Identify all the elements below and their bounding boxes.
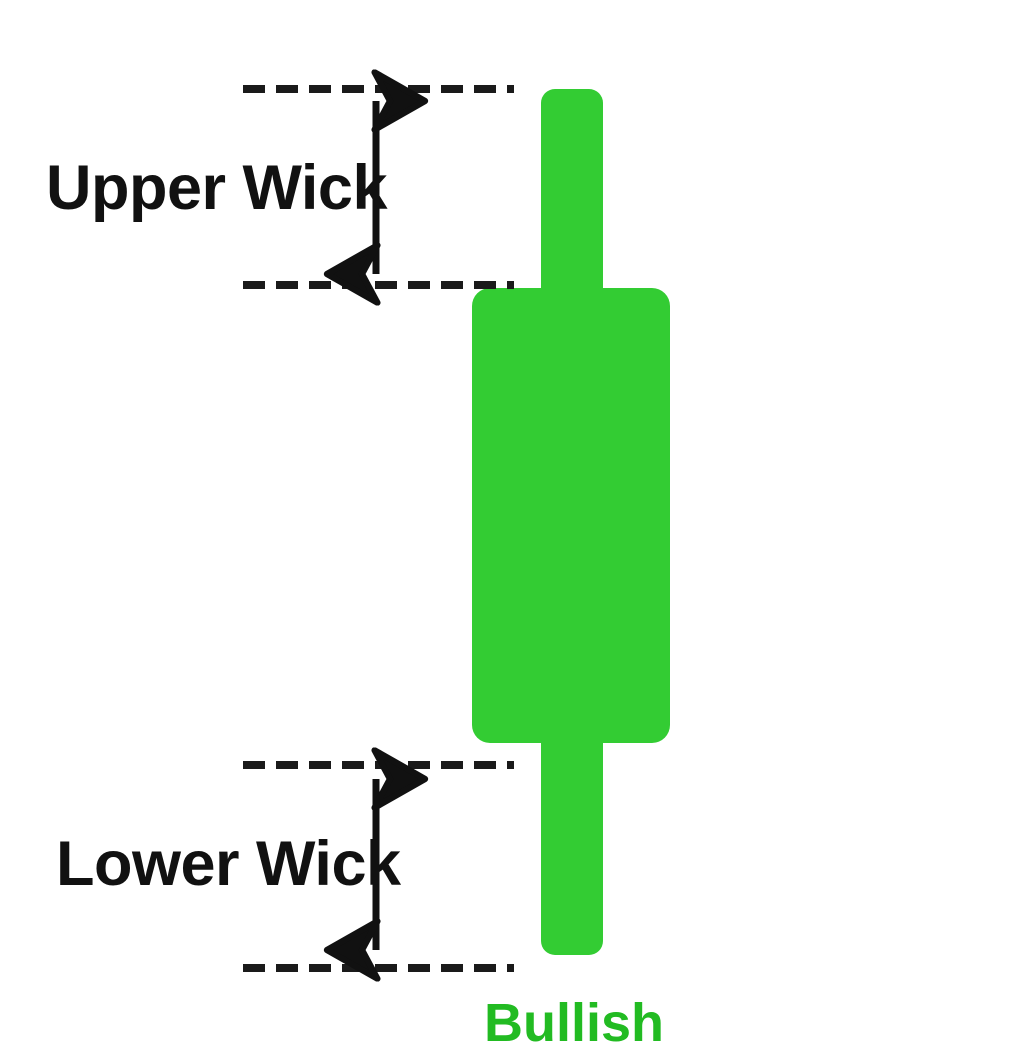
upper-wick-label: Upper Wick <box>46 153 388 223</box>
diagram-canvas <box>243 0 670 1024</box>
candle-body <box>472 288 670 743</box>
candlestick-anatomy-diagram: Upper Wick Lower Wick Bullish <box>46 0 670 1050</box>
lower-wick-label: Lower Wick <box>56 829 401 899</box>
bullish-caption: Bullish <box>484 993 665 1053</box>
